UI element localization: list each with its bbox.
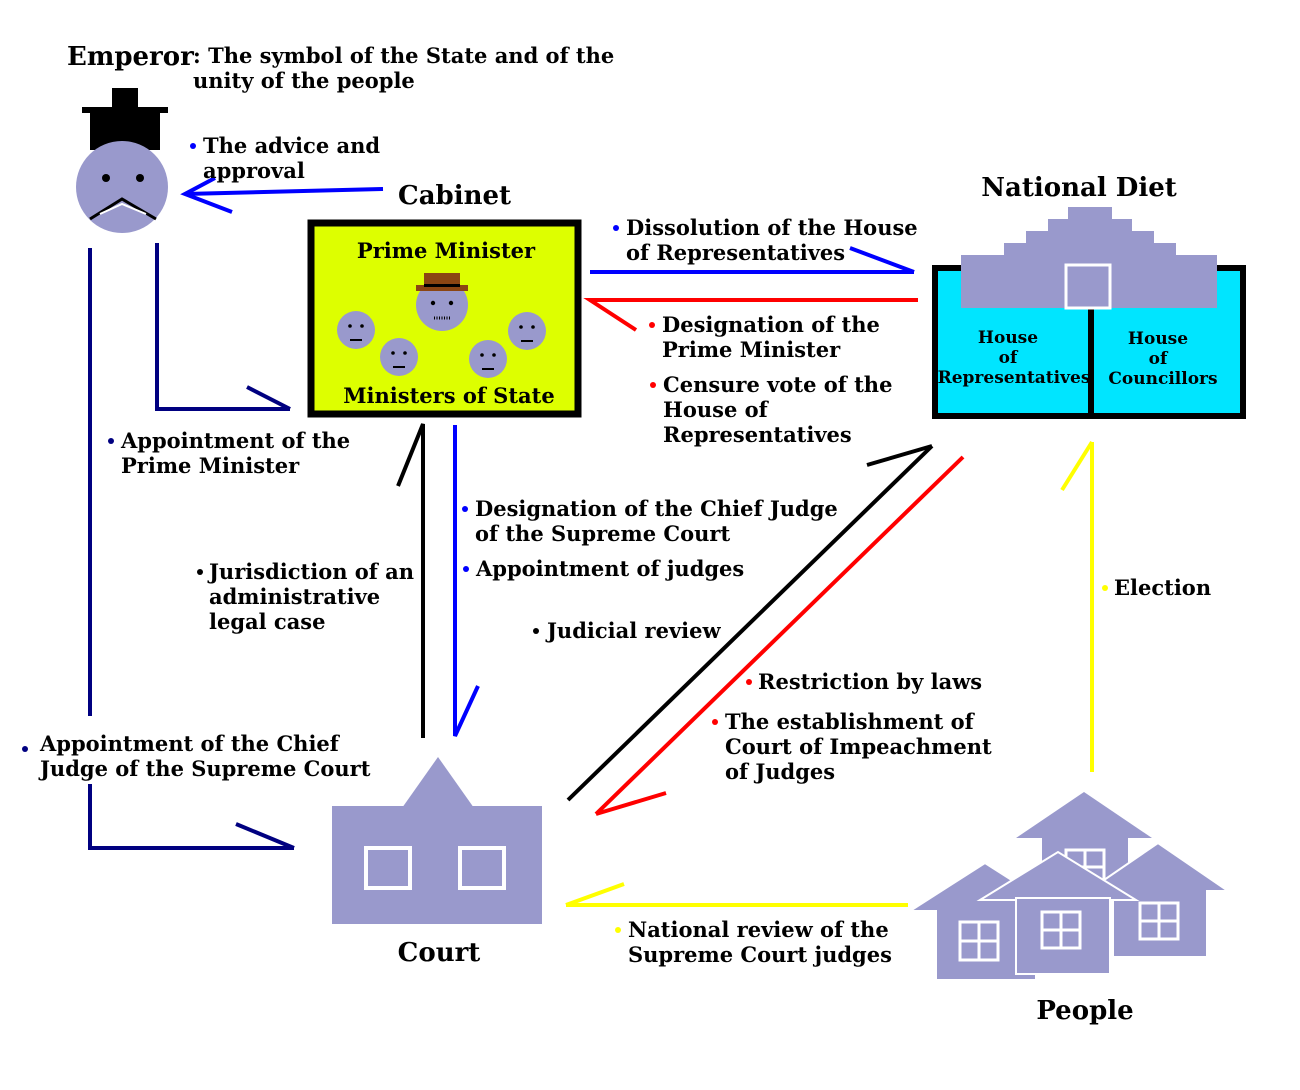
emperor-desc-line-1: : The symbol of the State and of the: [193, 43, 614, 68]
label-dissolution: Dissolution of the House of Representati…: [613, 215, 918, 265]
svg-text:legal case: legal case: [209, 609, 326, 634]
house-reps-line-2: of: [999, 348, 1019, 368]
prime-minister-face: [416, 273, 468, 331]
national-diet-label: National Diet: [981, 173, 1177, 203]
arrow-restriction-laws: [594, 455, 965, 816]
minister-face-4: [508, 312, 546, 350]
arrow-advice-approval: [180, 176, 384, 214]
svg-text:The advice and: The advice and: [203, 133, 380, 158]
label-appoint-pm: Appointment of the Prime Minister: [108, 428, 350, 478]
svg-text:Judge of the Supreme Court: Judge of the Supreme Court: [38, 756, 371, 781]
svg-text:Court of Impeachment: Court of Impeachment: [725, 734, 992, 759]
svg-text:Jurisdiction of an: Jurisdiction of an: [207, 559, 414, 584]
svg-text:Appointment of the Chief: Appointment of the Chief: [39, 731, 341, 756]
arrow-national-review: [565, 882, 908, 907]
svg-text:Prime Minister: Prime Minister: [121, 453, 300, 478]
svg-text:National review of the: National review of the: [628, 917, 889, 942]
ministers-of-state-label: Ministers of State: [343, 383, 554, 408]
house-coun-line-2: of: [1149, 349, 1169, 369]
arrow-appoint-chief: [88, 248, 295, 850]
label-appoint-judges: Appointment of judges: [463, 556, 744, 581]
svg-text:Dissolution of the House: Dissolution of the House: [626, 215, 918, 240]
label-impeachment: The establishment of Court of Impeachmen…: [712, 709, 992, 784]
svg-text:House of: House of: [663, 397, 770, 422]
label-advice-approval: The advice and approval: [190, 133, 380, 183]
arrow-appoint-pm: [155, 243, 291, 411]
house-reps-line-3: Representatives: [938, 368, 1091, 388]
svg-text:The establishment of: The establishment of: [725, 709, 976, 734]
label-appoint-chief: Appointment of the Chief Judge of the Su…: [22, 731, 371, 781]
label-election: Election: [1102, 575, 1211, 600]
arrow-jurisdiction: [396, 423, 425, 738]
court-building: [332, 757, 542, 924]
prime-minister-label: Prime Minister: [357, 238, 536, 263]
svg-text:Designation of the Chief Judge: Designation of the Chief Judge: [475, 496, 838, 521]
arrow-designation-pm: [583, 298, 918, 332]
svg-text:Censure vote of the: Censure vote of the: [663, 372, 892, 397]
svg-text:of the Supreme Court: of the Supreme Court: [475, 521, 730, 546]
minister-face-3: [469, 340, 507, 378]
house-reps-line-1: House: [978, 328, 1038, 348]
arrow-election: [1060, 440, 1094, 772]
court-label: Court: [398, 938, 481, 968]
label-restriction-laws: Restriction by laws: [746, 669, 982, 694]
svg-text:Judicial review: Judicial review: [545, 618, 721, 643]
svg-text:Representatives: Representatives: [663, 422, 852, 447]
house-coun-line-3: Councillors: [1108, 369, 1217, 389]
label-judicial-review: Judicial review: [533, 618, 721, 643]
arrow-dissolution: [590, 246, 915, 274]
label-national-review: National review of the Supreme Court jud…: [615, 917, 892, 967]
house-of-councillors: House of Councillors: [1108, 329, 1217, 389]
emperor-figure: [76, 88, 168, 233]
minister-face-1: [337, 311, 375, 349]
national-diet-building: [932, 207, 1246, 419]
svg-text:Restriction by laws: Restriction by laws: [758, 669, 982, 694]
emperor-label: Emperor: [67, 42, 194, 72]
house-coun-line-1: House: [1128, 329, 1188, 349]
svg-text:Supreme Court judges: Supreme Court judges: [628, 942, 892, 967]
svg-text:Appointment of the: Appointment of the: [120, 428, 350, 453]
label-designation-chief: Designation of the Chief Judge of the Su…: [462, 496, 838, 546]
label-jurisdiction: Jurisdiction of an administrative legal …: [197, 559, 414, 634]
house-of-representatives: House of Representatives: [938, 328, 1091, 388]
svg-text:of Judges: of Judges: [725, 759, 835, 784]
svg-text:of Representatives: of Representatives: [626, 240, 845, 265]
svg-text:Appointment of judges: Appointment of judges: [475, 556, 744, 581]
svg-text:Prime Minister: Prime Minister: [662, 337, 841, 362]
label-censure: Censure vote of the House of Representat…: [650, 372, 892, 447]
arrow-designation-judges: [453, 425, 480, 737]
arrow-judicial-review: [566, 444, 934, 802]
cabinet-label: Cabinet: [398, 181, 511, 211]
people-label: People: [1036, 996, 1133, 1026]
svg-text:Election: Election: [1114, 575, 1211, 600]
svg-text:Designation of the: Designation of the: [662, 312, 880, 337]
minister-face-2: [380, 338, 418, 376]
svg-text:administrative: administrative: [209, 584, 380, 609]
emperor-desc-line-2: unity of the people: [193, 68, 415, 93]
label-designation-pm: Designation of the Prime Minister: [649, 312, 880, 362]
people-houses: [906, 792, 1232, 979]
svg-text:approval: approval: [203, 158, 305, 183]
